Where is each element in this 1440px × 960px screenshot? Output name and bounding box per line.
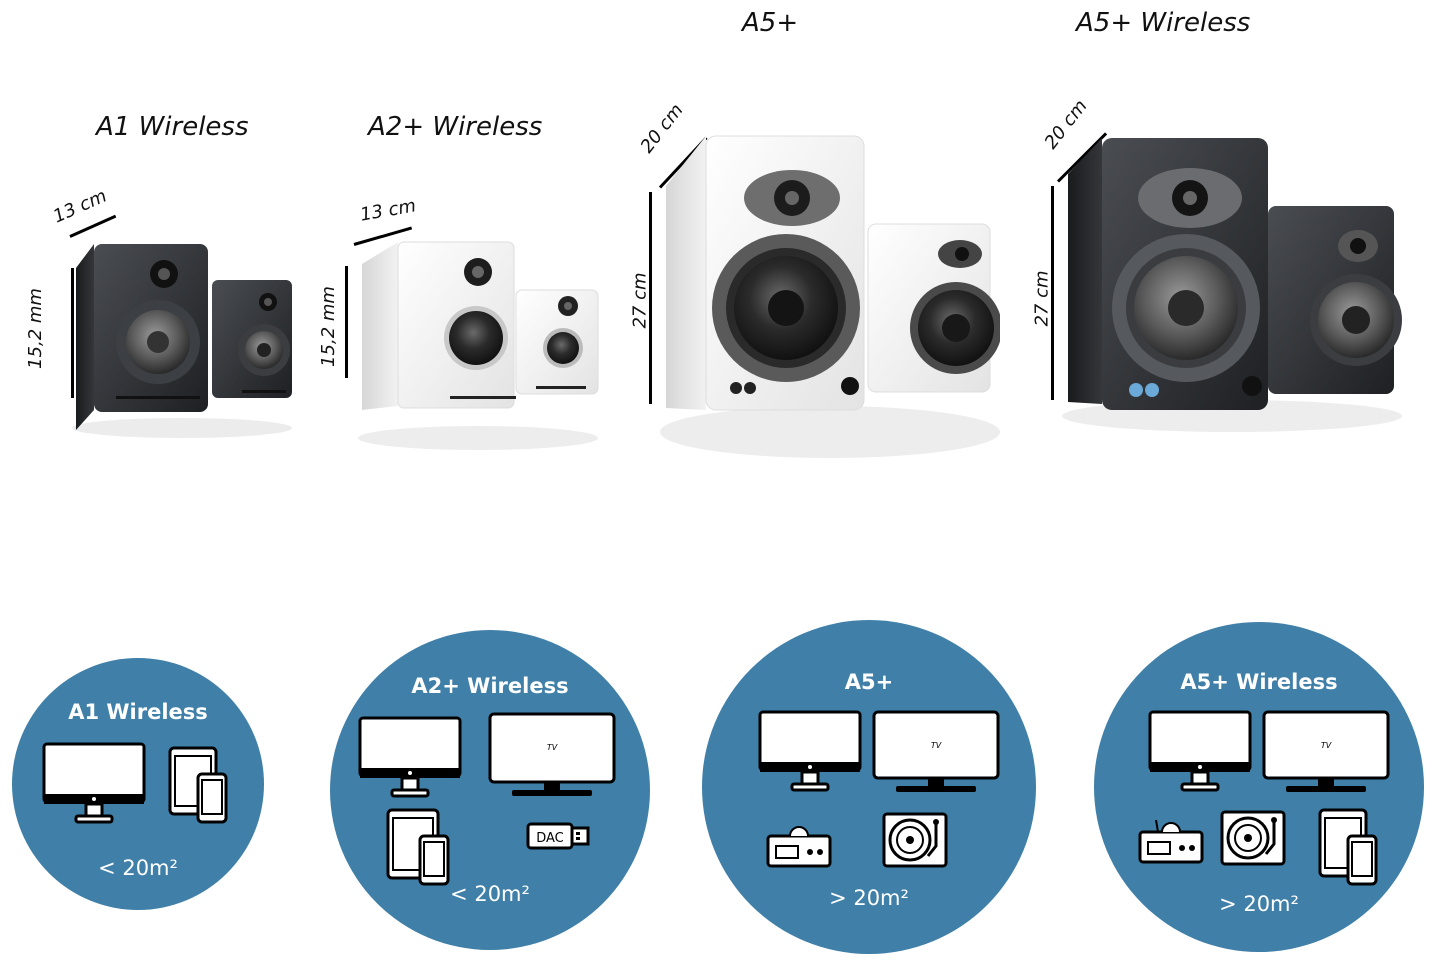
monitor-icon	[358, 716, 462, 798]
speaker-pair-image	[1062, 138, 1402, 432]
width-dimension-label: 13 cm	[358, 195, 418, 226]
product-title: A5+	[742, 8, 799, 38]
speaker-pair-image	[660, 135, 1000, 458]
receiver-icon	[766, 826, 832, 868]
tv-label: TV	[547, 743, 558, 752]
height-dimension-label: 15,2 mm	[24, 288, 46, 369]
room-size-label: < 20m²	[450, 882, 530, 906]
height-dimension-line	[345, 266, 348, 378]
turntable-icon	[882, 812, 948, 868]
product-title: A2+ Wireless	[368, 112, 543, 142]
height-dimension-label: 27 cm	[629, 272, 651, 329]
receiver-icon	[1138, 819, 1204, 864]
tv-icon: TV	[1262, 710, 1390, 792]
monitor-icon	[758, 710, 862, 792]
usage-circle: A2+ Wireless TV DAC < 20m²	[330, 630, 650, 950]
speaker-pair-image	[72, 244, 292, 438]
monitor-icon	[1148, 710, 1252, 792]
dac-label: DAC	[536, 831, 564, 846]
tv-icon: TV	[488, 712, 616, 796]
usage-circle: A5+ Wireless TV > 20m²	[1094, 622, 1424, 952]
monitor-icon	[42, 742, 146, 824]
turntable-icon	[1220, 810, 1286, 866]
tablet-phone-icon	[386, 808, 450, 886]
product-title: A1 Wireless	[96, 112, 249, 142]
usage-circle-title: A2+ Wireless	[411, 674, 569, 698]
usage-circle: A5+ TV > 20m²	[702, 620, 1036, 954]
product-title: A5+ Wireless	[1076, 8, 1251, 38]
usage-circle-title: A1 Wireless	[68, 700, 208, 724]
height-dimension-line	[1051, 186, 1054, 400]
usage-circle: A1 Wireless < 20m²	[12, 658, 264, 910]
usage-circle-title: A5+ Wireless	[1180, 670, 1338, 694]
usage-circle-title: A5+	[844, 670, 894, 694]
height-dimension-label: 15,2 mm	[317, 286, 339, 367]
tablet-phone-icon	[168, 746, 228, 824]
tablet-phone-icon	[1318, 808, 1378, 886]
room-size-label: > 20m²	[1219, 892, 1299, 916]
room-size-label: > 20m²	[829, 886, 909, 910]
tv-label: TV	[1321, 741, 1332, 750]
dac-icon: DAC	[526, 822, 590, 850]
room-size-label: < 20m²	[98, 856, 178, 880]
height-dimension-line	[649, 192, 652, 404]
height-dimension-line	[71, 268, 74, 398]
speaker-pair-image	[358, 241, 599, 450]
tv-icon: TV	[872, 710, 1000, 792]
height-dimension-label: 27 cm	[1031, 270, 1053, 327]
tv-label: TV	[931, 741, 942, 750]
